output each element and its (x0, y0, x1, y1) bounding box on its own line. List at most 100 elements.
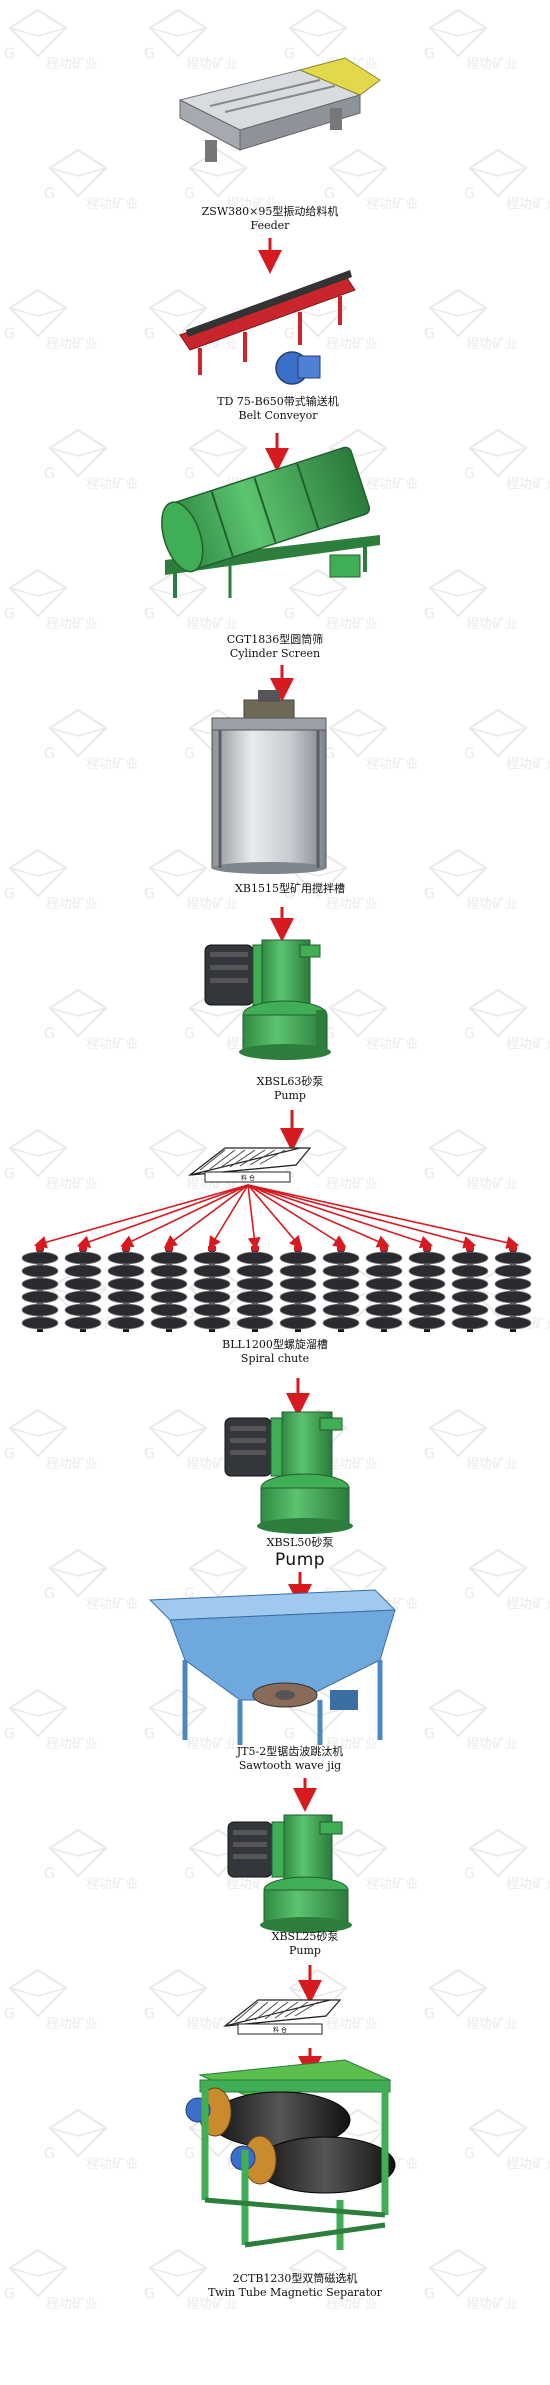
spiral-feed-arrow (208, 1184, 249, 1250)
watermark-text: 程功矿业 (86, 1037, 138, 1052)
watermark-text: 程功矿业 (86, 1597, 138, 1612)
watermark-text: 程功矿业 (86, 2157, 138, 2172)
spiral-chute-unit (236, 1246, 274, 1332)
caption-pump-63-zh: XBSL63砂泵 (256, 1075, 324, 1088)
spiral-chute-unit (494, 1246, 532, 1332)
watermark-letter: G (464, 1586, 475, 1602)
caption-pump-50-zh: XBSL50砂泵 (266, 1536, 334, 1549)
watermark-letter: G (464, 466, 475, 482)
spiral-chute-unit (279, 1246, 317, 1332)
pump-25-machine (227, 1814, 352, 1933)
watermark-letter: G (324, 1026, 335, 1042)
caption-feeder: ZSW380×95型振动给料机 Feeder (202, 205, 339, 233)
watermark-text: 程功矿业 (186, 897, 238, 912)
watermark-letter: G (284, 606, 295, 622)
caption-pump-63-en: Pump (274, 1089, 306, 1102)
watermark-letter: G (424, 1726, 435, 1742)
watermark-letter: G (284, 46, 295, 62)
watermark-text: 程功矿业 (86, 757, 138, 772)
watermark-text: 程功矿业 (326, 617, 378, 632)
watermark-letter: G (424, 1446, 435, 1462)
watermark-letter: G (424, 1166, 435, 1182)
watermark-letter: G (184, 1306, 195, 1322)
watermark-letter: G (4, 1166, 15, 1182)
sawtooth-jig-machine (148, 1589, 397, 1745)
caption-feeder-zh: ZSW380×95型振动给料机 (201, 205, 339, 218)
caption-sawtooth-jig-en: Sawtooth wave jig (238, 1759, 342, 1772)
watermark-text: 程功矿业 (466, 1177, 518, 1192)
watermark-letter: G (4, 2286, 15, 2302)
watermark-text: 程功矿业 (46, 2017, 98, 2032)
caption-sawtooth-jig: JT5-2型锯齿波跳汰机 Sawtooth wave jig (237, 1745, 343, 1773)
pump-63-machine (204, 939, 331, 1060)
caption-magnetic-separator: 2CTB1230型双筒磁选机 Twin Tube Magnetic Separa… (208, 2272, 382, 2300)
watermark-text: 程功矿业 (46, 1177, 98, 1192)
caption-pump-50: XBSL50砂泵 Pump (267, 1536, 334, 1570)
watermark-text: 程功矿业 (186, 1737, 238, 1752)
watermark-letter: G (284, 2286, 295, 2302)
watermark-letter: G (424, 886, 435, 902)
watermark-letter: G (464, 1026, 475, 1042)
spiral-feed-arrow (163, 1184, 249, 1248)
caption-cylinder-screen: CGT1836型圆筒筛 Cylinder Screen (227, 633, 324, 661)
watermark-letter: G (44, 1026, 55, 1042)
spiral-chute-unit (64, 1246, 102, 1332)
watermark-text: 程功矿业 (326, 2017, 378, 2032)
watermark-letter: G (424, 606, 435, 622)
watermark-letter: G (184, 186, 195, 202)
spiral-chute-unit (193, 1246, 231, 1332)
spiral-feed-arrow (247, 1184, 261, 1251)
watermark-text: 程功矿业 (46, 337, 98, 352)
watermark-text: 程功矿业 (326, 897, 378, 912)
watermark-logo: 程功矿业 G (44, 988, 138, 1052)
spiral-feed-arrow (120, 1184, 249, 1247)
watermark-text: 程功矿业 (46, 1457, 98, 1472)
watermark-text: 程功矿业 (326, 1737, 378, 1752)
watermark-text: 程功矿业 (326, 2297, 378, 2312)
caption-magnetic-separator-zh: 2CTB1230型双筒磁选机 (232, 2272, 358, 2285)
watermark-letter: G (324, 186, 335, 202)
spiral-chute-unit (408, 1246, 446, 1332)
caption-cylinder-screen-zh: CGT1836型圆筒筛 (226, 633, 324, 646)
watermark-text: 程功矿业 (46, 897, 98, 912)
watermark-letter: G (144, 2006, 155, 2022)
spiral-feed-arrow (247, 1184, 390, 1248)
watermark-text: 程功矿业 (366, 757, 418, 772)
spiral-feed-arrow (247, 1184, 434, 1249)
caption-magnetic-separator-en: Twin Tube Magnetic Separator (208, 2286, 382, 2299)
watermark-letter: G (184, 1866, 195, 1882)
watermark-letter: G (44, 1586, 55, 1602)
distributor-2-label: 料 仓 (273, 2026, 287, 2034)
watermark-letter: G (424, 46, 435, 62)
watermark-letter: G (144, 1446, 155, 1462)
spiral-chute-unit (322, 1246, 360, 1332)
caption-spiral-chute-en: Spiral chute (240, 1352, 310, 1365)
watermark-letter: G (284, 886, 295, 902)
watermark-letter: G (424, 326, 435, 342)
caption-cylinder-screen-en: Cylinder Screen (229, 647, 321, 660)
